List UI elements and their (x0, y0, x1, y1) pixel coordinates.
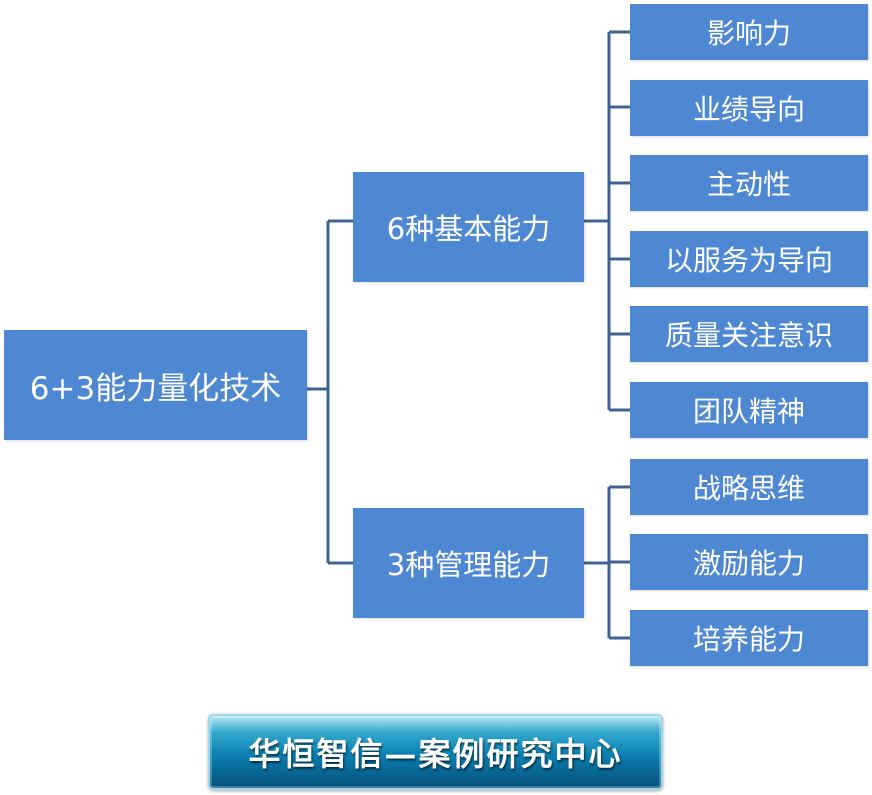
leaf-node-motivation: 激励能力 (630, 534, 868, 590)
leaf-node-label: 主动性 (706, 168, 791, 201)
footer-banner-text: 华恒智信—案例研究中心 (248, 735, 623, 773)
leaf-node-teamwork: 团队精神 (630, 382, 868, 438)
root-node: 6+3能力量化技术 (4, 330, 307, 440)
group-node-label: 3种管理能力 (386, 548, 551, 582)
leaf-node-label: 激励能力 (692, 547, 805, 580)
leaf-node-label: 培养能力 (692, 623, 805, 656)
leaf-node-quality-awareness: 质量关注意识 (630, 306, 868, 362)
leaf-node-initiative: 主动性 (630, 155, 868, 211)
group-node-basic-abilities: 6种基本能力 (353, 172, 584, 282)
leaf-node-strategic-thinking: 战略思维 (630, 459, 868, 515)
leaf-node-performance-orientation: 业绩导向 (630, 80, 868, 136)
group-node-label: 6种基本能力 (386, 212, 551, 246)
footer-banner: 华恒智信—案例研究中心 (208, 714, 663, 790)
group-node-management-abilities: 3种管理能力 (353, 508, 584, 618)
leaf-node-label: 影响力 (706, 17, 791, 50)
leaf-node-development: 培养能力 (630, 610, 868, 666)
leaf-node-service-orientation: 以服务为导向 (630, 231, 868, 287)
leaf-node-influence: 影响力 (630, 4, 868, 60)
leaf-node-label: 战略思维 (692, 472, 805, 505)
root-node-label: 6+3能力量化技术 (29, 370, 282, 407)
leaf-node-label: 以服务为导向 (664, 244, 833, 277)
leaf-node-label: 质量关注意识 (664, 319, 833, 352)
leaf-node-label: 团队精神 (692, 395, 805, 428)
leaf-node-label: 业绩导向 (692, 93, 805, 126)
